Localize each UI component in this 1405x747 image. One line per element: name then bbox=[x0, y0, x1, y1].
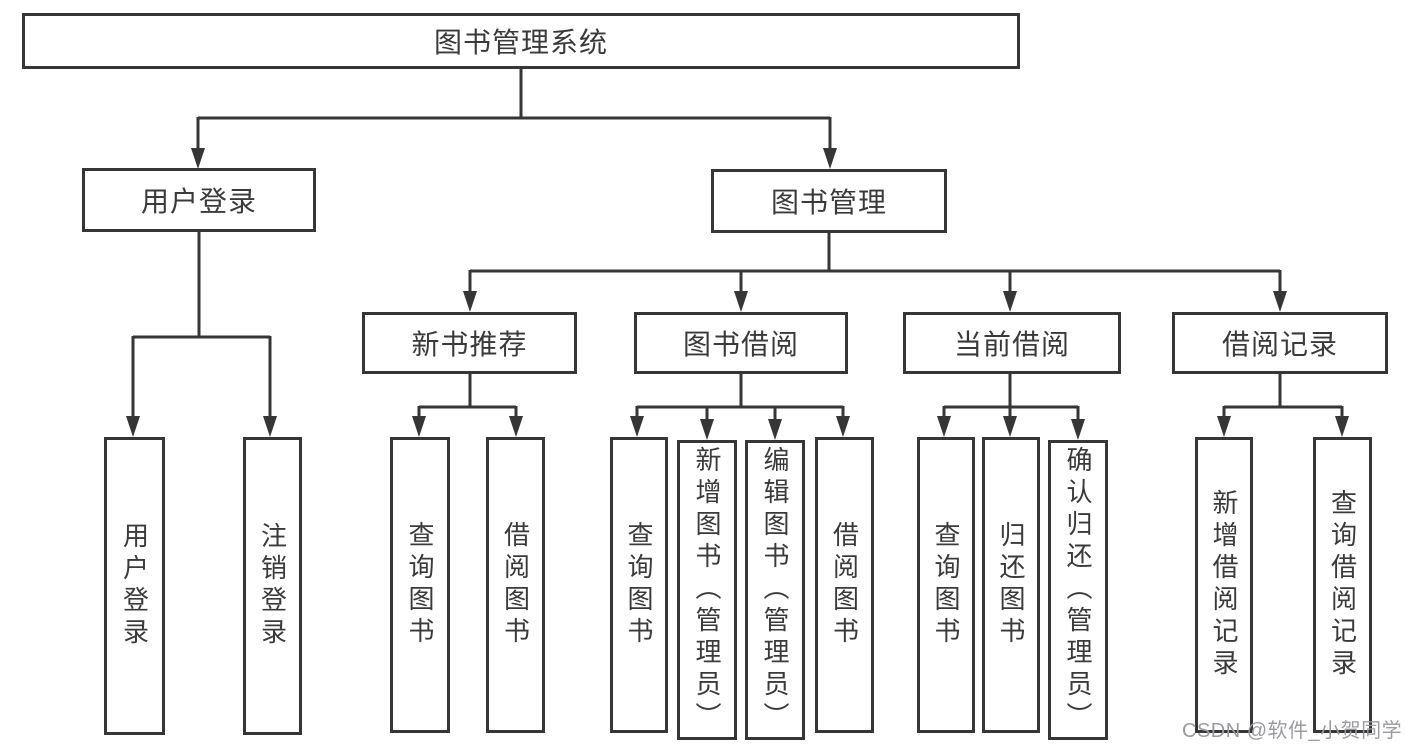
node-borrow-records: 借阅记录 bbox=[1172, 312, 1388, 374]
node-book-borrow: 图书借阅 bbox=[634, 312, 848, 374]
node-leaf-edit-book: 编辑图书（管理员） bbox=[745, 440, 805, 740]
node-leaf-borrow-books-rec: 借阅图书 bbox=[486, 437, 545, 733]
node-leaf-query-books-borrow: 查询图书 bbox=[610, 437, 668, 733]
node-leaf-add-book: 新增图书（管理员） bbox=[677, 440, 737, 740]
node-book-mgmt: 图书管理 bbox=[711, 169, 947, 233]
node-leaf-confirm-return: 确认归还（管理员） bbox=[1048, 440, 1108, 740]
node-leaf-logout: 注销登录 bbox=[243, 437, 302, 735]
node-user-login: 用户登录 bbox=[82, 168, 316, 232]
node-leaf-query-books-current: 查询图书 bbox=[917, 437, 975, 733]
node-leaf-query-books-rec: 查询图书 bbox=[390, 437, 450, 733]
node-root: 图书管理系统 bbox=[22, 13, 1020, 69]
node-leaf-add-borrow-record: 新增借阅记录 bbox=[1195, 437, 1253, 733]
node-leaf-query-borrow-record: 查询借阅记录 bbox=[1313, 437, 1372, 733]
node-new-book-rec: 新书推荐 bbox=[362, 312, 577, 374]
node-current-borrow: 当前借阅 bbox=[903, 312, 1121, 374]
watermark: CSDN @软件_小贺同学 bbox=[1182, 720, 1403, 742]
node-leaf-borrow-books-borrow: 借阅图书 bbox=[815, 437, 874, 733]
node-leaf-return-book: 归还图书 bbox=[982, 437, 1040, 733]
node-leaf-user-login: 用户登录 bbox=[104, 437, 165, 735]
